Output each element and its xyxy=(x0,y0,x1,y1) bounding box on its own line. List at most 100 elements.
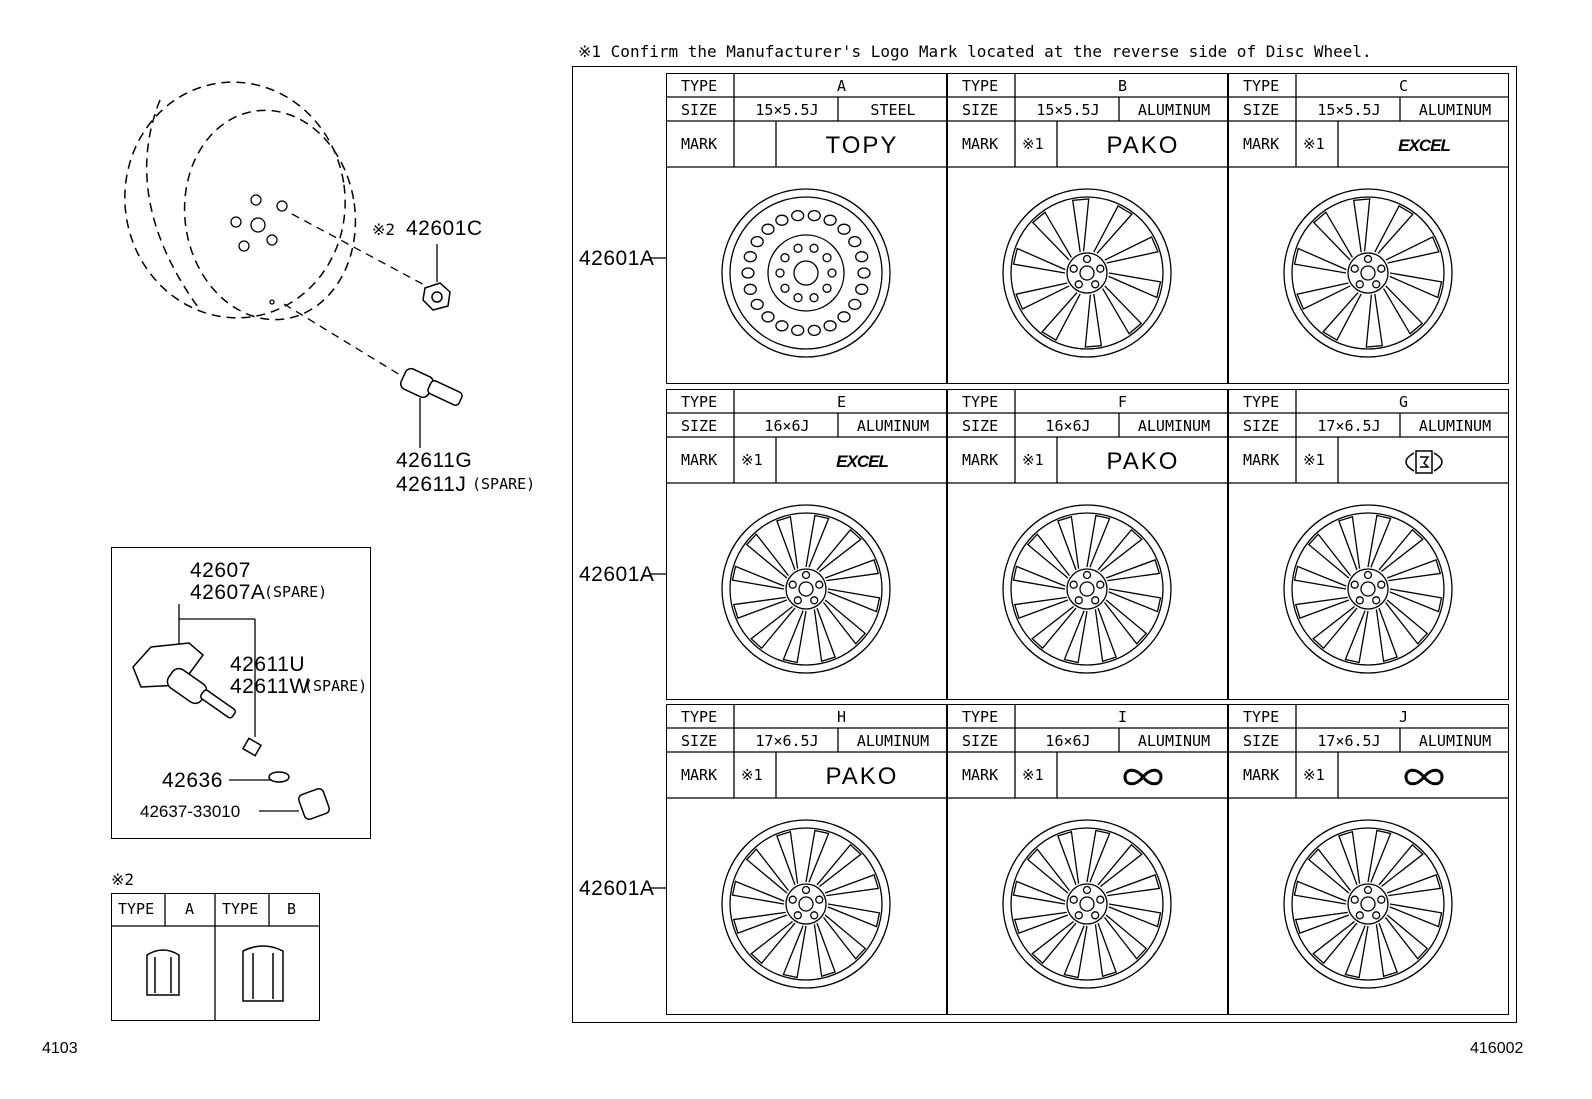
wheel-exploded-drawing xyxy=(124,81,463,448)
footer-left-code: 4103 xyxy=(42,1040,78,1057)
wheel-cell-grid xyxy=(666,704,947,799)
wheel-size: 17×6.5J xyxy=(1317,732,1381,750)
wheel-cell-j: TYPE J SIZE 17×6.5J ALUMINUM MARK ※1 xyxy=(1228,704,1509,1015)
nut-type-b: B xyxy=(287,900,297,918)
wheel-illustration xyxy=(1283,819,1453,989)
wheel-type: H xyxy=(836,708,847,726)
mark-label: MARK xyxy=(962,135,999,153)
wheel-material: ALUMINUM xyxy=(856,732,930,750)
size-label: SIZE xyxy=(962,732,999,750)
wheel-illustration xyxy=(1283,504,1453,674)
nut-type-a: A xyxy=(185,900,195,918)
wheel-part-number-row3: 42601A xyxy=(579,877,655,900)
wheel-cell-grid xyxy=(666,73,947,168)
wheel-type: A xyxy=(836,77,847,95)
type-label: TYPE xyxy=(962,393,999,411)
wheel-cell-a: TYPE A SIZE 15×5.5J STEEL MARK TOPY xyxy=(666,73,947,384)
wheel-type: G xyxy=(1398,393,1409,411)
size-label: SIZE xyxy=(1243,732,1280,750)
tpms-sensor-drawing xyxy=(132,604,331,821)
wheel-size: 16×6J xyxy=(764,417,810,435)
mark-label: MARK xyxy=(962,451,999,469)
mark-ref: ※1 xyxy=(1303,451,1325,469)
type-label: TYPE xyxy=(681,393,718,411)
wheel-size: 15×5.5J xyxy=(1317,101,1381,119)
excel-logo-icon: EXCEL xyxy=(777,442,947,482)
part-number-sensor: 42607 xyxy=(190,559,251,582)
mark-label: MARK xyxy=(962,766,999,784)
wheel-cell-b: TYPE B SIZE 15×5.5J ALUMINUM MARK ※1 PAK… xyxy=(947,73,1228,384)
manufacturer-mark: TOPY xyxy=(825,132,899,159)
infinity-logo-icon xyxy=(1058,757,1228,797)
wheel-cell-e: TYPE E SIZE 16×6J ALUMINUM MARK ※1 EXCEL xyxy=(666,389,947,700)
wheel-illustration xyxy=(721,819,891,989)
wheel-cell-f: TYPE F SIZE 16×6J ALUMINUM MARK ※1 PAKO xyxy=(947,389,1228,700)
mark-label: MARK xyxy=(1243,451,1280,469)
nut-ref-mark: ※2 xyxy=(372,220,396,239)
wheel-illustration xyxy=(721,188,891,358)
wheel-type: I xyxy=(1117,708,1128,726)
type-label: TYPE xyxy=(1243,77,1280,95)
wheel-material: ALUMINUM xyxy=(1418,417,1492,435)
mark-ref: ※1 xyxy=(741,451,763,469)
wheel-cell-grid xyxy=(1228,389,1509,484)
wheel-type: C xyxy=(1398,77,1409,95)
mark-label: MARK xyxy=(1243,135,1280,153)
nut-type-label-a: TYPE xyxy=(118,900,155,918)
size-label: SIZE xyxy=(1243,417,1280,435)
spare-label: (SPARE) xyxy=(264,583,328,601)
part-number-sensor-spare: 42607A xyxy=(190,581,266,604)
mark-label: MARK xyxy=(681,451,718,469)
wheel-material: STEEL xyxy=(870,101,916,119)
mark-ref: ※1 xyxy=(1022,766,1044,784)
wheel-cell-grid xyxy=(1228,73,1509,168)
size-label: SIZE xyxy=(681,101,718,119)
wheel-cell-i: TYPE I SIZE 16×6J ALUMINUM MARK ※1 xyxy=(947,704,1228,1015)
tpms-sensor-box xyxy=(111,547,371,839)
size-label: SIZE xyxy=(962,101,999,119)
wheel-material: ALUMINUM xyxy=(1418,732,1492,750)
size-label: SIZE xyxy=(962,417,999,435)
manufacturer-mark: PAKO xyxy=(1106,132,1180,159)
wheel-type: F xyxy=(1117,393,1128,411)
mark-ref: ※1 xyxy=(1303,135,1325,153)
wheel-illustration xyxy=(1002,504,1172,674)
spare-label: (SPARE) xyxy=(472,475,536,493)
type-label: TYPE xyxy=(681,708,718,726)
type-label: TYPE xyxy=(1243,393,1280,411)
wheel-cell-h: TYPE H SIZE 17×6.5J ALUMINUM MARK ※1 PAK… xyxy=(666,704,947,1015)
wheel-type: J xyxy=(1398,708,1409,726)
wheel-type: E xyxy=(836,393,847,411)
wheel-cell-grid xyxy=(1228,704,1509,799)
wheel-material: ALUMINUM xyxy=(1418,101,1492,119)
wheel-cell-grid xyxy=(947,73,1228,168)
wheel-material: ALUMINUM xyxy=(1137,101,1211,119)
wheel-illustration xyxy=(721,504,891,674)
nut-table-ref: ※2 xyxy=(111,870,135,889)
nut-type-grid xyxy=(111,893,320,1021)
part-number-valve-stem: 42611U xyxy=(230,653,306,676)
mark-label: MARK xyxy=(1243,766,1280,784)
wheel-illustration xyxy=(1283,188,1453,358)
infinity-logo-icon xyxy=(1339,757,1509,797)
wheel-size: 16×6J xyxy=(1045,417,1091,435)
mark-ref: ※1 xyxy=(1022,451,1044,469)
wheel-table-frame xyxy=(572,66,1517,1023)
nut-type-label-b: TYPE xyxy=(222,900,259,918)
wheel-cell-g: TYPE G SIZE 17×6.5J ALUMINUM MARK ※1 xyxy=(1228,389,1509,700)
mark-label: MARK xyxy=(681,766,718,784)
excel-logo-text: EXCEL xyxy=(1398,136,1451,155)
part-number-nut: 42601C xyxy=(406,217,483,240)
wheel-size: 15×5.5J xyxy=(755,101,819,119)
mark-label: MARK xyxy=(681,135,718,153)
size-label: SIZE xyxy=(1243,101,1280,119)
wheel-type: B xyxy=(1117,77,1128,95)
wheel-size: 17×6.5J xyxy=(1317,417,1381,435)
part-number-grommet: 42636 xyxy=(162,769,223,792)
spare-label: (SPARE) xyxy=(304,677,368,695)
wheel-part-number-row1: 42601A xyxy=(579,247,655,270)
part-number-valve-spare: 42611J xyxy=(396,473,467,496)
excel-logo-icon: EXCEL xyxy=(1339,126,1509,166)
part-number-valve-stem-spare: 42611W xyxy=(230,675,310,698)
wheel-material: ALUMINUM xyxy=(856,417,930,435)
